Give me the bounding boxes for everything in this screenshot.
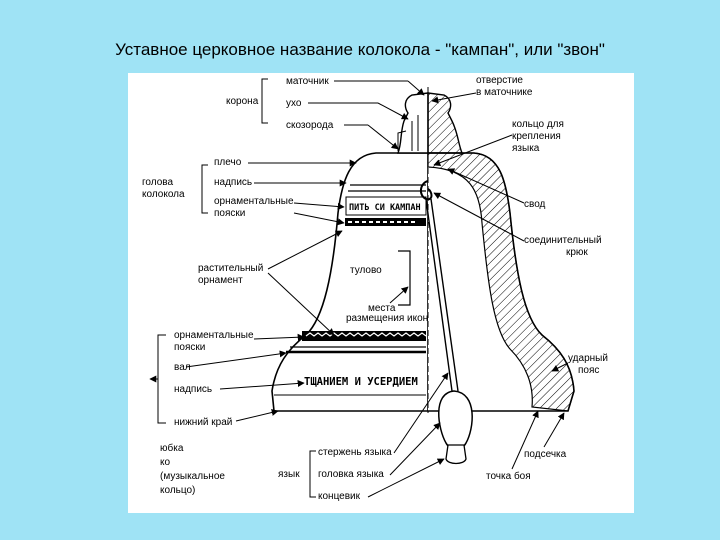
label-val: вал xyxy=(174,362,191,373)
label-mesta-1: места xyxy=(368,303,396,314)
label-podsechka: подсечка xyxy=(524,449,567,460)
label-otverstie-1: отверстие xyxy=(476,75,523,86)
top-inscription: ПИТЬ СИ КАМПАН xyxy=(349,203,421,213)
label-kolco-3: языка xyxy=(512,143,540,154)
label-kolco-1: кольцо для xyxy=(512,119,564,130)
slide-title: Уставное церковное название колокола - "… xyxy=(115,40,605,59)
clapper-head xyxy=(438,390,473,450)
label-kolco-2: крепления xyxy=(512,131,561,142)
label-rast-1: растительный xyxy=(198,263,263,274)
label-ornament-top-1: орнаментальные xyxy=(214,196,294,207)
label-mesta-2: размещения икон xyxy=(346,313,428,324)
label-soedin-1: соединительный xyxy=(524,235,602,246)
label-koncevik: концевик xyxy=(318,491,361,502)
icon-area-bracket xyxy=(398,250,411,306)
label-golovka: головка языка xyxy=(318,469,384,480)
label-nizhniy: нижний край xyxy=(174,417,232,428)
label-ornament-bot-1: орнаментальные xyxy=(174,330,254,341)
label-rast-2: орнамент xyxy=(198,275,243,286)
label-matochnik: маточник xyxy=(286,76,329,87)
crown-left xyxy=(396,92,429,154)
bottom-inscription: ТЩАНИЕМ И УСЕРДИЕМ xyxy=(304,376,418,388)
label-udarny-2: пояс xyxy=(578,365,599,376)
lower-ornament-band xyxy=(302,331,426,341)
label-yubka-2: ко xyxy=(160,457,170,468)
label-soedin-2: крюк xyxy=(566,247,588,258)
label-svod: свод xyxy=(524,199,546,210)
label-tulovo: тулово xyxy=(350,265,382,276)
label-sterzhen: стержень языка xyxy=(318,447,392,458)
label-otverstie-2: в маточнике xyxy=(476,87,533,98)
label-golova-1: голова xyxy=(142,177,173,188)
label-uho: ухо xyxy=(286,98,302,109)
clapper-tail xyxy=(445,444,467,465)
label-yubka-4: кольцо) xyxy=(160,485,195,496)
label-yubka-1: юбка xyxy=(160,442,184,454)
label-plecho: плечо xyxy=(214,157,242,168)
clapper-stem xyxy=(425,198,459,392)
label-nadpis-bot: надпись xyxy=(174,384,212,395)
top-inscription-band xyxy=(345,196,427,216)
label-yubka-3: (музыкальное xyxy=(160,471,225,482)
label-golova-2: колокола xyxy=(142,189,185,200)
label-tochka: точка боя xyxy=(486,470,531,482)
label-ornament-top-2: пояски xyxy=(214,208,245,219)
bell-diagram: ПИТЬ СИ КАМПАН ТЩАНИЕМ И УСЕРДИЕМ корона… xyxy=(128,73,634,513)
label-nadpis-top: надпись xyxy=(214,177,252,188)
bell-exterior-half xyxy=(271,152,429,412)
label-skozoroda: скозорода xyxy=(286,120,334,131)
bell-section-wall xyxy=(427,152,575,412)
label-yazyk: язык xyxy=(278,469,300,480)
label-ornament-bot-2: пояски xyxy=(174,342,205,353)
crown-right-section xyxy=(427,92,464,154)
label-korona: корона xyxy=(226,96,259,107)
label-udarny-1: ударный xyxy=(568,353,608,364)
